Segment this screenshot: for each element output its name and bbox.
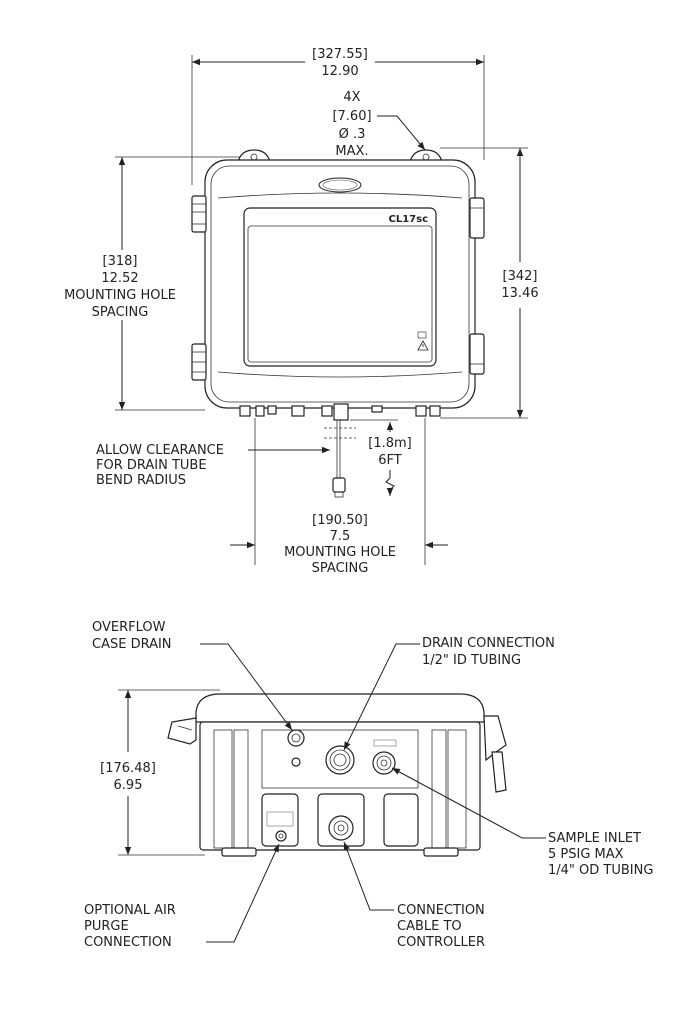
hole-mm: [7.60]: [332, 109, 371, 124]
clearance-line2: FOR DRAIN TUBE: [96, 458, 207, 473]
cable-length-ft: 6FT: [378, 453, 402, 468]
connection-cable-callout: CONNECTION CABLE TO CONTROLLER: [343, 841, 485, 950]
mount-vertical-in: 12.52: [101, 271, 138, 286]
mount-horizontal-mm: [190.50]: [312, 513, 368, 528]
enclosure-lid: [195, 693, 485, 723]
enclosure-bottom: [167, 693, 507, 857]
sample-line1: SAMPLE INLET: [548, 831, 641, 846]
cable-line2: CABLE TO: [397, 919, 462, 934]
hole-diameter: Ø .3: [339, 127, 366, 142]
air-purge-line2: PURGE: [84, 919, 129, 934]
drain-cable: [324, 420, 356, 498]
mount-vertical-mm: [318]: [103, 254, 138, 269]
drain-line1: DRAIN CONNECTION: [422, 636, 555, 651]
sample-inlet-callout: SAMPLE INLET 5 PSIG MAX 1/4" OD TUBING: [391, 767, 653, 878]
label-icon: [417, 331, 427, 339]
hole-callout: 4X [7.60] Ø .3 MAX.: [332, 90, 426, 159]
mount-vertical-line1: MOUNTING HOLE: [64, 288, 176, 303]
height-in: 13.46: [501, 286, 538, 301]
depth-dimension: [176.48] 6.95: [100, 689, 220, 856]
air-purge-port: [275, 830, 287, 842]
controller-cable-connector: [328, 815, 354, 841]
drain-connection-callout: DRAIN CONNECTION 1/2" ID TUBING: [343, 636, 555, 751]
width-dimension: [327.55] 12.90: [191, 47, 485, 185]
air-purge-callout: OPTIONAL AIR PURGE CONNECTION: [84, 843, 280, 950]
air-purge-line1: OPTIONAL AIR: [84, 903, 176, 918]
height-dimension: [342] 13.46: [440, 147, 539, 419]
air-purge-line3: CONNECTION: [84, 935, 172, 950]
sample-inlet-port: [372, 751, 396, 775]
overflow-drain-port: [287, 729, 305, 747]
hole-qty: 4X: [343, 90, 360, 105]
hole-max: MAX.: [335, 144, 368, 159]
mount-vertical-line2: SPACING: [92, 305, 149, 320]
cable-connector: [332, 477, 346, 493]
latch-top-right[interactable]: [469, 197, 485, 239]
mounting-tab-left: [237, 149, 271, 163]
clearance-line3: BEND RADIUS: [96, 473, 186, 488]
mounting-tab-right: [409, 149, 443, 163]
mount-horizontal-line1: MOUNTING HOLE: [284, 545, 396, 560]
latch-bottom-right[interactable]: [469, 333, 485, 375]
brand-logo: [318, 177, 362, 193]
warning-icon: [417, 340, 429, 351]
depth-in: 6.95: [114, 778, 143, 793]
clearance-note: ALLOW CLEARANCE FOR DRAIN TUBE BEND RADI…: [96, 443, 330, 488]
sample-line3: 1/4" OD TUBING: [548, 863, 653, 878]
cable-length-m: [1.8m]: [368, 436, 411, 451]
overflow-callout: OVERFLOW CASE DRAIN: [92, 620, 293, 731]
air-purge-recess: [261, 793, 299, 847]
front-view: [327.55] 12.90 4X [7.60] Ø .3 MAX. [318]…: [64, 47, 539, 576]
bottom-view: [176.48] 6.95: [84, 620, 653, 950]
height-mm: [342]: [503, 269, 538, 284]
overflow-line2: CASE DRAIN: [92, 637, 172, 652]
enclosure-front: CL17sc: [191, 149, 485, 421]
drain-line2: 1/2" ID TUBING: [422, 653, 521, 668]
hinge-bottom-left: [191, 343, 207, 381]
mount-horizontal-in: 7.5: [330, 529, 351, 544]
latch-side: [491, 751, 507, 793]
display-panel: [243, 207, 437, 367]
depth-mm: [176.48]: [100, 761, 156, 776]
model-label: CL17sc: [388, 214, 428, 225]
mount-hole-horizontal-dimension: [190.50] 7.5 MOUNTING HOLE SPACING: [230, 418, 448, 576]
mount-hole-vertical-dimension: [318] 12.52 MOUNTING HOLE SPACING: [64, 156, 255, 411]
sample-line2: 5 PSIG MAX: [548, 847, 624, 862]
width-in: 12.90: [321, 64, 358, 79]
clearance-line1: ALLOW CLEARANCE: [96, 443, 224, 458]
cable-length-dimension: [1.8m] 6FT: [350, 419, 412, 496]
cable-line3: CONTROLLER: [397, 935, 485, 950]
width-mm: [327.55]: [312, 47, 368, 62]
bottom-fittings: [239, 403, 441, 421]
hinge-top-left: [191, 195, 207, 233]
overflow-line1: OVERFLOW: [92, 620, 166, 635]
cable-line1: CONNECTION: [397, 903, 485, 918]
mount-horizontal-line2: SPACING: [312, 561, 369, 576]
